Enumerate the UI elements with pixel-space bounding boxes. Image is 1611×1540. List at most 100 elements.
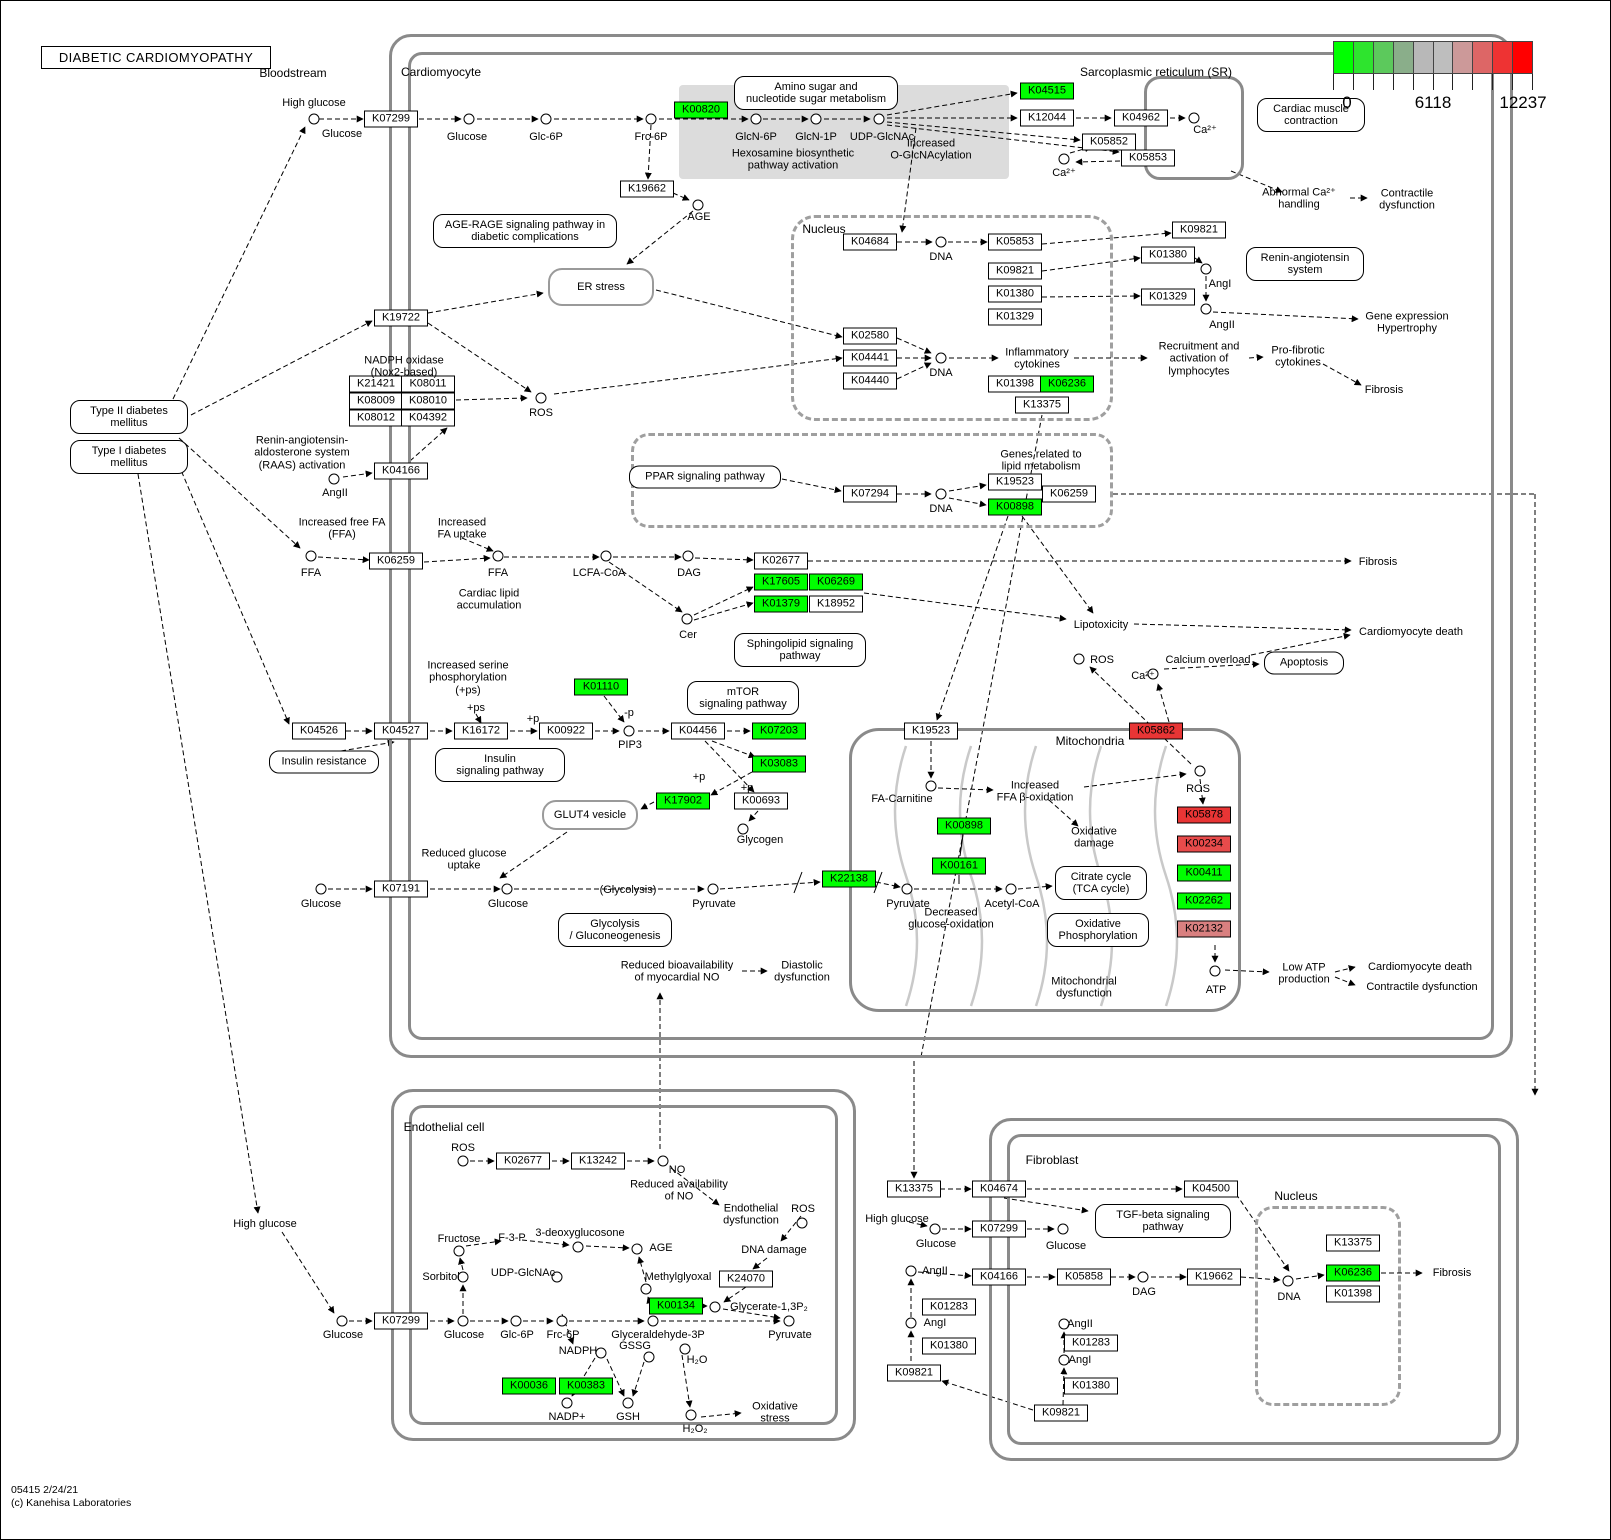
ko-K07294[interactable]: K07294 [843,485,897,503]
dag-circle[interactable] [1137,1271,1149,1283]
ffa-circle[interactable] [305,550,317,562]
pathway-box[interactable]: Type I diabetes mellitus [70,440,188,474]
ca-circle[interactable] [1058,153,1070,165]
ko-K05853[interactable]: K05853 [1121,149,1175,167]
ko-K19523[interactable]: K19523 [904,722,958,740]
dna-circle[interactable] [935,236,947,248]
pyruvate-circle[interactable] [707,883,719,895]
ko-K02132[interactable]: K02132 [1177,920,1231,938]
ko-K04684[interactable]: K04684 [843,233,897,251]
methylglyoxal-circle[interactable] [640,1283,652,1295]
ko-K07299[interactable]: K07299 [374,1312,428,1330]
acetyl-coa-circle[interactable] [1005,883,1017,895]
ko-K05853[interactable]: K05853 [988,233,1042,251]
pathway-box[interactable]: TGF-beta signaling pathway [1095,1204,1231,1238]
ko-K04166[interactable]: K04166 [374,462,428,480]
angII-circle[interactable] [1058,1318,1070,1330]
ko-K19722[interactable]: K19722 [374,309,428,327]
ko-K01329[interactable]: K01329 [1141,288,1195,306]
ko-K04392[interactable]: K04392 [401,409,455,427]
glyceraldehyde-3p-circle[interactable] [647,1315,659,1327]
ko-K19662[interactable]: K19662 [620,180,674,198]
ko-K04441[interactable]: K04441 [843,349,897,367]
ros-circle[interactable] [796,1217,808,1229]
pathway-box[interactable]: Sphingolipid signaling pathway [734,633,866,667]
angII-circle[interactable] [328,473,340,485]
ko-K01329[interactable]: K01329 [988,308,1042,326]
ko-K02677[interactable]: K02677 [496,1152,550,1170]
3-deoxyglucosone-circle[interactable] [572,1241,584,1253]
ko-K01380[interactable]: K01380 [1141,246,1195,264]
ko-K03083[interactable]: K03083 [752,755,806,773]
ros-circle[interactable] [535,392,547,404]
glcn-1p-circle[interactable] [810,113,822,125]
gsh-circle[interactable] [622,1397,634,1409]
frc-6p-circle[interactable] [556,1315,568,1327]
ros-circle[interactable] [1194,765,1206,777]
age-circle[interactable] [631,1243,643,1255]
frc-6p-circle[interactable] [645,113,657,125]
pathway-box[interactable]: PPAR signaling pathway [629,465,781,489]
ko-K07191[interactable]: K07191 [374,880,428,898]
ko-K06269[interactable]: K06269 [809,573,863,591]
angI-circle[interactable] [905,1317,917,1329]
ko-K00922[interactable]: K00922 [539,722,593,740]
ca-circle[interactable] [1188,112,1200,124]
glucose-circle[interactable] [308,113,320,125]
pathway-box[interactable]: Renin-angiotensin system [1246,247,1364,281]
ko-K09821[interactable]: K09821 [1034,1404,1088,1422]
ko-K04526[interactable]: K04526 [292,722,346,740]
glycerate-13p2-circle[interactable] [709,1301,721,1313]
ko-K00383[interactable]: K00383 [559,1377,613,1395]
age-circle[interactable] [692,199,704,211]
glc-6p-circle[interactable] [510,1315,522,1327]
ko-K08009[interactable]: K08009 [349,392,403,410]
ko-K04962[interactable]: K04962 [1114,109,1168,127]
pathway-box[interactable]: Glycolysis / Gluconeogenesis [558,913,672,947]
pyruvate-circle[interactable] [901,883,913,895]
glucose-circle[interactable] [463,113,475,125]
sorbitol-circle[interactable] [457,1271,469,1283]
ko-K06236[interactable]: K06236 [1326,1264,1380,1282]
ko-K01380[interactable]: K01380 [922,1337,976,1355]
pathway-box[interactable]: Insulin resistance [269,750,379,774]
ko-K01380[interactable]: K01380 [1064,1377,1118,1395]
ko-K07203[interactable]: K07203 [752,722,806,740]
lcfa-coa-circle[interactable] [600,550,612,562]
ko-K08012[interactable]: K08012 [349,409,403,427]
ko-K02580[interactable]: K02580 [843,327,897,345]
fa-carnitine-circle[interactable] [925,780,937,792]
ko-K00693[interactable]: K00693 [734,792,788,810]
ko-K04500[interactable]: K04500 [1184,1180,1238,1198]
ko-K00134[interactable]: K00134 [649,1297,703,1315]
glc-6p-circle[interactable] [540,113,552,125]
ko-K17605[interactable]: K17605 [754,573,808,591]
udp-glcnac-circle[interactable] [873,113,885,125]
ko-K04515[interactable]: K04515 [1020,82,1074,100]
ko-K16172[interactable]: K16172 [454,722,508,740]
pip3-circle[interactable] [623,725,635,737]
ko-K00898[interactable]: K00898 [937,817,991,835]
ko-K00161[interactable]: K00161 [932,857,986,875]
cer-circle[interactable] [681,613,693,625]
ko-K04166[interactable]: K04166 [972,1268,1026,1286]
dna-circle[interactable] [1282,1275,1294,1287]
ko-K00898[interactable]: K00898 [988,498,1042,516]
angII-circle[interactable] [905,1265,917,1277]
gssg-circle[interactable] [643,1351,655,1363]
ko-K05862[interactable]: K05862 [1129,722,1183,740]
ko-K13242[interactable]: K13242 [571,1152,625,1170]
glucose-circle[interactable] [336,1315,348,1327]
ko-K19662[interactable]: K19662 [1187,1268,1241,1286]
ros-circle[interactable] [1073,653,1085,665]
glucose-circle[interactable] [929,1223,941,1235]
ko-K06259[interactable]: K06259 [369,552,423,570]
ko-K00234[interactable]: K00234 [1177,835,1231,853]
pathway-box[interactable]: Oxidative Phosphorylation [1047,913,1149,947]
ko-K01398[interactable]: K01398 [988,375,1042,393]
udp-glcnac-circle[interactable] [551,1271,563,1283]
ko-K02262[interactable]: K02262 [1177,892,1231,910]
ffa-circle[interactable] [492,550,504,562]
ko-K01398[interactable]: K01398 [1326,1285,1380,1303]
ros-circle[interactable] [457,1155,469,1167]
